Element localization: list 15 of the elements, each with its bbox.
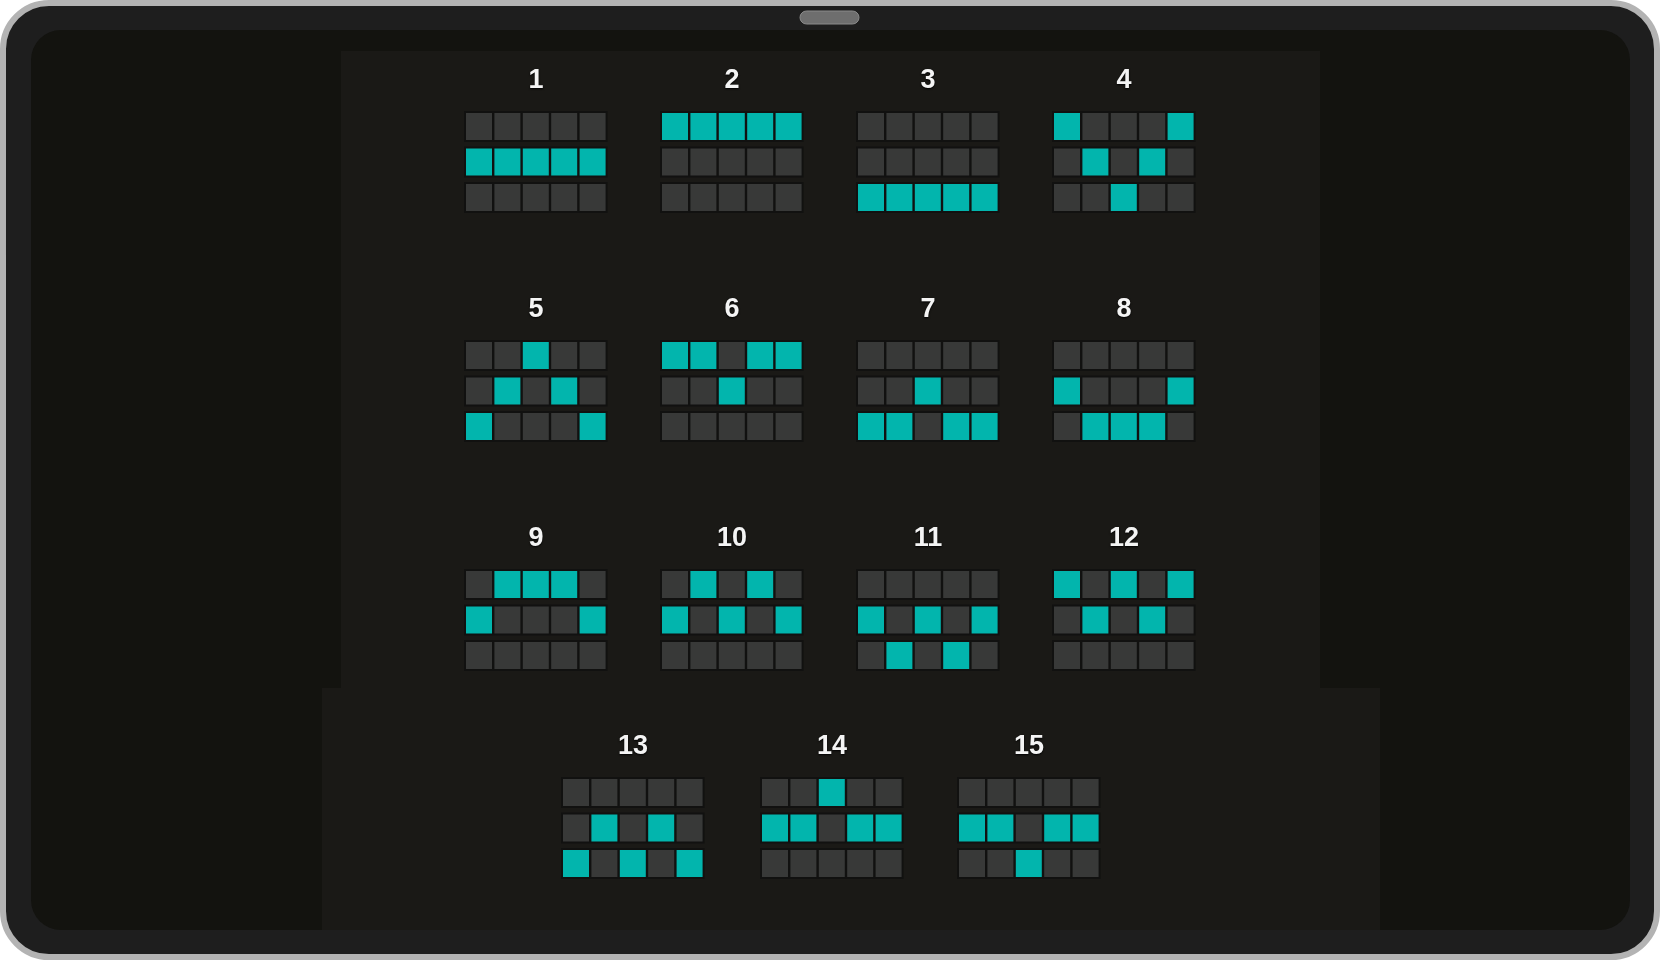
payline-number: 5 [528, 292, 544, 324]
payline-number: 1 [528, 63, 544, 95]
payline-number: 8 [1116, 292, 1132, 324]
payline-number: 3 [920, 63, 936, 95]
payline-number: 10 [716, 521, 747, 553]
payline-number: 12 [1108, 521, 1139, 553]
payline-number: 2 [724, 63, 740, 95]
payline-number: 4 [1116, 63, 1132, 95]
payline-number: 15 [1013, 729, 1044, 761]
payline-number: 13 [617, 729, 648, 761]
payline-number: 6 [724, 292, 740, 324]
payline-number: 14 [816, 729, 847, 761]
payline-number: 7 [920, 292, 936, 324]
payline-number: 11 [913, 521, 943, 553]
payline-number: 9 [528, 521, 544, 553]
